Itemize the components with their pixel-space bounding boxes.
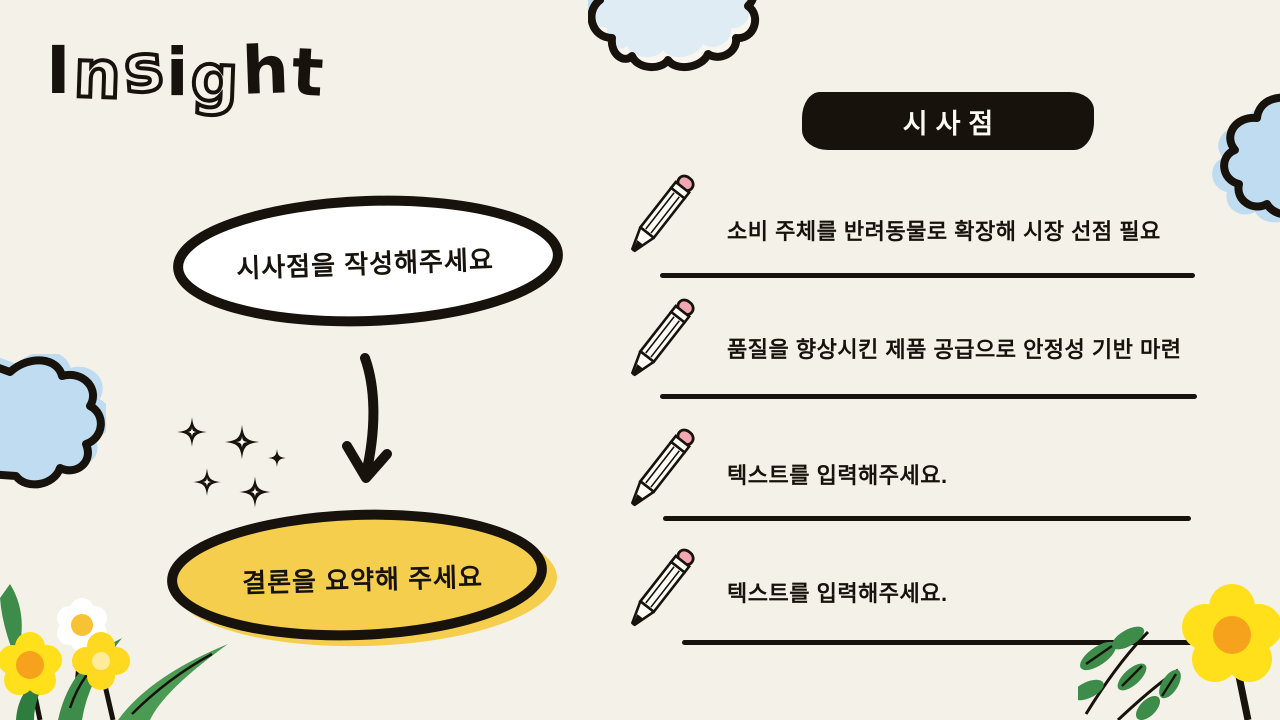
insight-item-text: 품질을 향상시킨 제품 공급으로 안정성 기반 마련 — [727, 337, 1182, 362]
pencil-icon — [617, 541, 702, 638]
title-letter: t — [289, 33, 329, 112]
down-arrow-icon — [342, 353, 392, 483]
title-letter: g — [188, 37, 245, 120]
flower-cluster — [1078, 584, 1280, 720]
cloud-icon — [0, 354, 106, 489]
page-title: I n s i g h t — [46, 27, 329, 120]
item-underline — [663, 516, 1191, 521]
insight-item-text: 소비 주체를 반려동물로 확장해 시장 선점 필요 — [727, 219, 1161, 244]
pencil-icon — [617, 291, 702, 388]
insights-header-label: 시사점 — [902, 108, 1002, 139]
flower-icon — [0, 632, 62, 695]
bubble-outline — [173, 195, 563, 327]
prompt-bubble: 시사점을 작성해주세요 — [165, 192, 565, 332]
cloud-icon — [588, 0, 760, 72]
bubble-outline — [167, 509, 557, 647]
cloud-icon — [1212, 93, 1280, 223]
title-letter: i — [165, 34, 192, 111]
insight-item-text: 텍스트를 입력해주세요. — [727, 463, 948, 488]
title-letter: s — [119, 27, 171, 111]
conclusion-bubble: 결론을 요약해 주세요 — [160, 498, 565, 658]
title-letter: n — [70, 33, 127, 116]
insights-header: 시사점 — [802, 92, 1094, 150]
sparkles-icon — [177, 417, 287, 508]
item-underline — [660, 394, 1197, 399]
flower-icon — [1182, 584, 1280, 682]
title-letter: I — [46, 32, 74, 109]
title-letter: h — [240, 31, 294, 110]
item-underline — [682, 640, 1196, 645]
flower-icon — [72, 632, 130, 690]
item-underline — [660, 273, 1195, 278]
insight-item-text: 텍스트를 입력해주세요. — [727, 581, 948, 606]
prompt-bubble-label: 시사점을 작성해주세요 — [235, 244, 495, 283]
pencil-icon — [617, 421, 702, 518]
flower-cluster — [0, 584, 228, 720]
pencil-icon — [617, 167, 702, 264]
